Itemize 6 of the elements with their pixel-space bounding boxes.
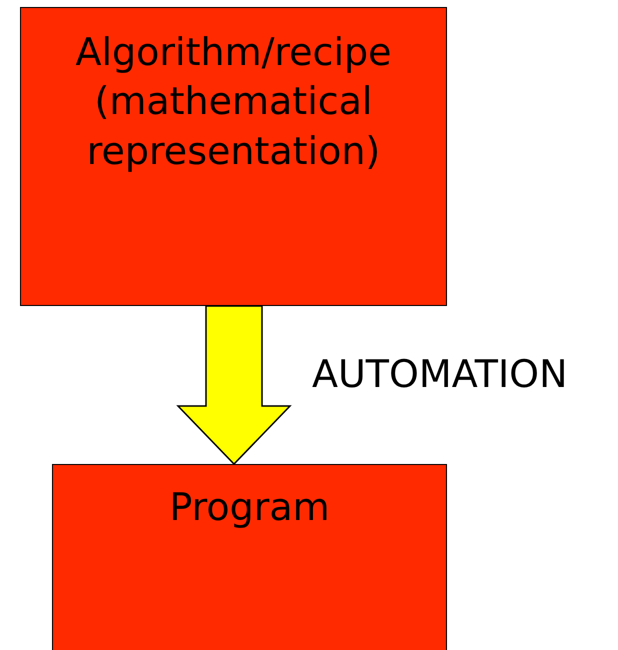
edge-label: AUTOMATION [312,352,568,396]
box-label: Program [168,484,331,531]
block-arrow [176,305,292,466]
process-box [20,7,447,306]
box-label: Algorithm/recipe (mathematical representation) [74,29,393,175]
process-box [52,464,447,650]
